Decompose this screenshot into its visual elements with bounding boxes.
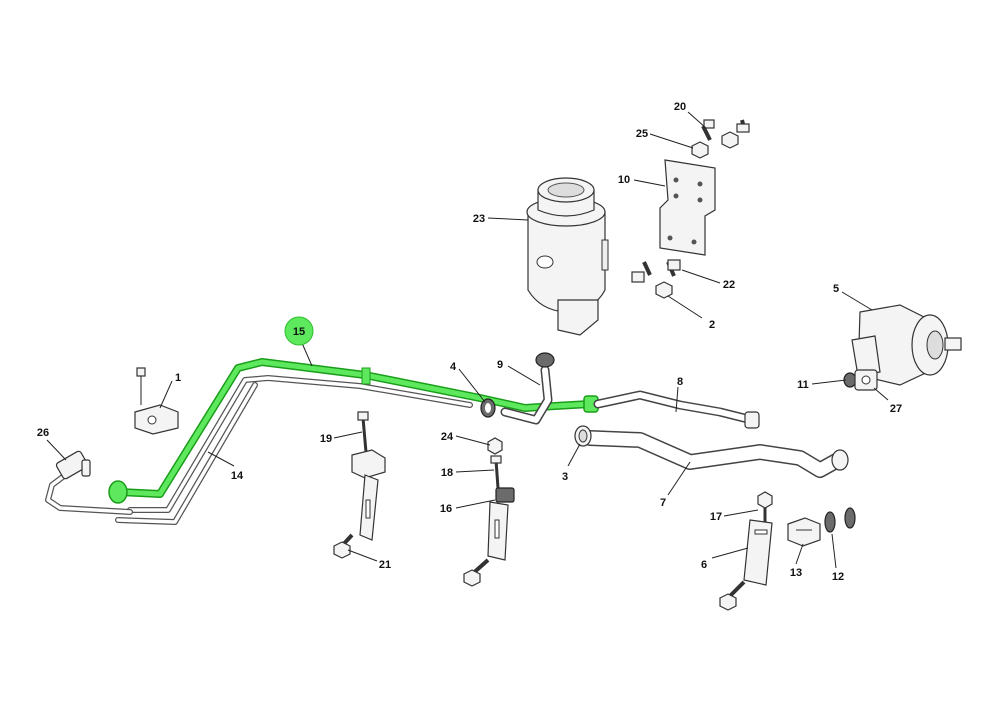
part-19-bolt[interactable] xyxy=(357,411,369,453)
callout-11[interactable]: 11 xyxy=(797,379,809,391)
callout-24[interactable]: 24 xyxy=(441,431,454,443)
part-25-nut[interactable] xyxy=(691,131,739,159)
part-23-reservoir[interactable] xyxy=(526,177,609,336)
callout-21[interactable]: 21 xyxy=(379,559,391,571)
part-3-hose-clamp[interactable] xyxy=(574,425,592,447)
part-18-bolt[interactable] xyxy=(490,455,502,489)
callout-6[interactable]: 6 xyxy=(701,559,707,571)
callout-20[interactable]: 20 xyxy=(674,101,686,113)
part-4-hose-clamp[interactable] xyxy=(480,398,496,418)
part-6-bracket[interactable] xyxy=(719,519,773,611)
callout-10[interactable]: 10 xyxy=(618,174,630,186)
callout-12[interactable]: 12 xyxy=(832,571,844,583)
part-10-bracket[interactable] xyxy=(659,159,716,256)
bracket-assembly-left[interactable] xyxy=(351,449,386,541)
part-16-clamp[interactable] xyxy=(463,487,515,587)
part-1-clamp[interactable] xyxy=(134,367,179,435)
part-22-bolt[interactable] xyxy=(631,259,681,283)
leader-lines xyxy=(46,111,889,569)
callout-17[interactable]: 17 xyxy=(710,511,722,523)
part-2-nut[interactable] xyxy=(655,281,673,299)
part-21-bolt[interactable] xyxy=(333,533,354,559)
callout-22[interactable]: 22 xyxy=(723,279,735,291)
part-17-nut[interactable] xyxy=(757,491,773,522)
part-5-pump[interactable] xyxy=(851,304,962,386)
part-20-bolt[interactable] xyxy=(701,119,750,141)
callout-15[interactable]: 15 xyxy=(293,326,305,338)
part-26-elbow-fitting[interactable] xyxy=(45,450,133,515)
callout-8[interactable]: 8 xyxy=(677,376,683,388)
callout-18[interactable]: 18 xyxy=(441,467,453,479)
part-24-nut[interactable] xyxy=(487,437,503,455)
callout-23[interactable]: 23 xyxy=(473,213,485,225)
part-14-pipe[interactable] xyxy=(115,375,473,525)
callout-19[interactable]: 19 xyxy=(320,433,332,445)
callout-9[interactable]: 9 xyxy=(497,359,503,371)
callout-26[interactable]: 26 xyxy=(37,427,49,439)
part-12-clamp[interactable] xyxy=(824,507,856,533)
callout-15-highlight xyxy=(284,316,314,346)
part-7-large-hose[interactable] xyxy=(582,430,849,478)
callout-2[interactable]: 2 xyxy=(709,319,715,331)
callout-16[interactable]: 16 xyxy=(440,503,452,515)
part-8-hose[interactable] xyxy=(593,390,760,429)
part-13-clamp-block[interactable] xyxy=(787,517,821,547)
callout-3[interactable]: 3 xyxy=(562,471,568,483)
callout-13[interactable]: 13 xyxy=(790,567,802,579)
callout-1[interactable]: 1 xyxy=(175,372,181,384)
callout-5[interactable]: 5 xyxy=(833,283,839,295)
callout-4[interactable]: 4 xyxy=(450,361,457,373)
part-9-fitting[interactable] xyxy=(500,352,555,425)
callout-7[interactable]: 7 xyxy=(660,497,666,509)
callout-27[interactable]: 27 xyxy=(890,403,902,415)
callout-labels: 1 2 3 4 5 6 7 8 9 10 11 12 13 14 15 16 1… xyxy=(37,101,902,583)
part-27-fitting[interactable] xyxy=(854,369,878,391)
callout-14[interactable]: 14 xyxy=(231,470,244,482)
callout-25[interactable]: 25 xyxy=(636,128,648,140)
